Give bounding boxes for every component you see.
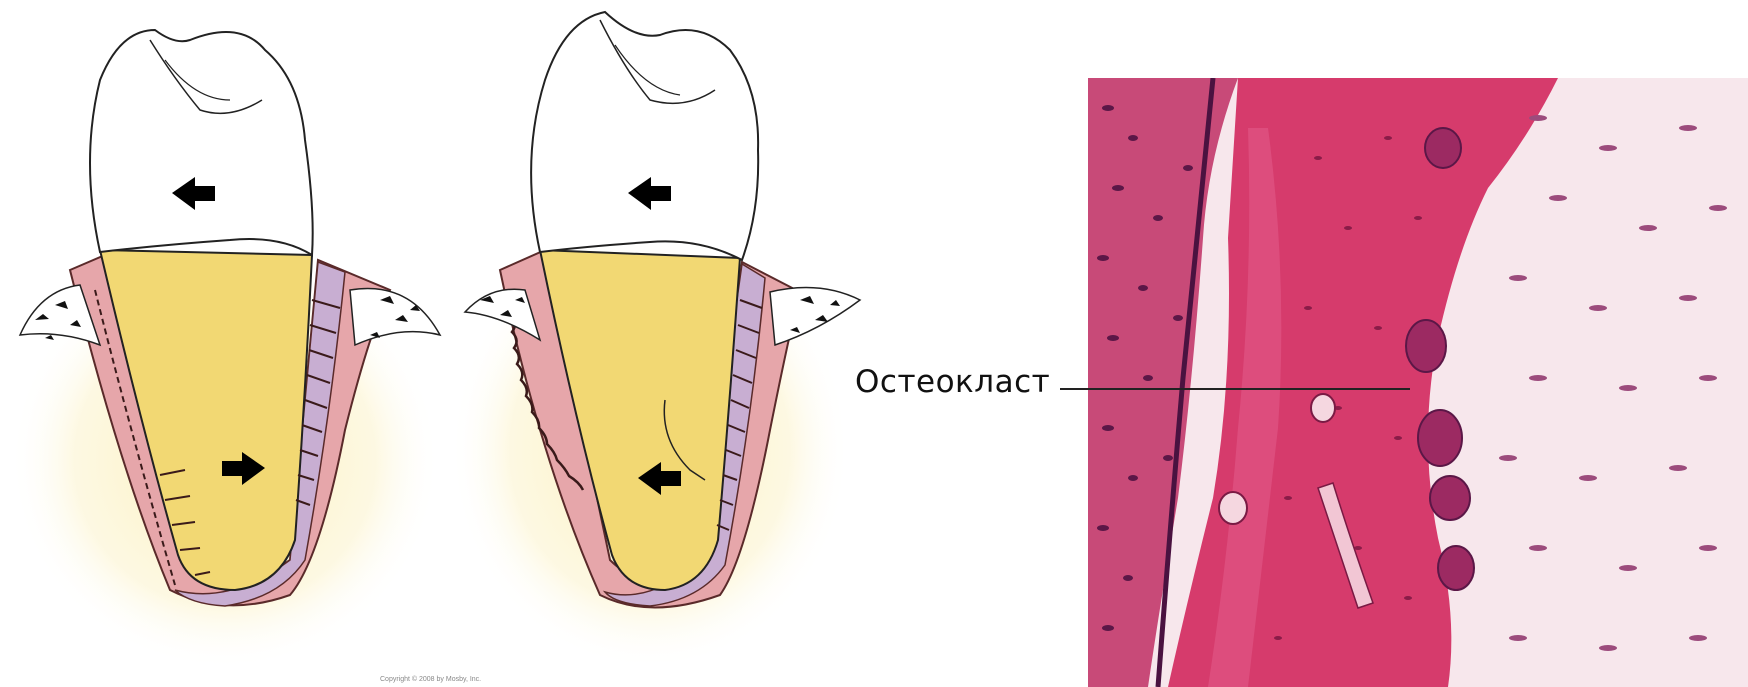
osteoclast-label: Остеокласт xyxy=(855,364,1050,400)
crown xyxy=(531,12,758,260)
crown xyxy=(90,30,313,255)
tooth-movement-diagram xyxy=(0,0,1000,687)
tooth-right xyxy=(450,12,860,670)
copyright-text: Copyright © 2008 by Mosby, Inc. xyxy=(380,676,481,683)
osteoclast-leader-line xyxy=(1060,388,1410,390)
histology-micrograph xyxy=(1088,78,1748,687)
tooth-left xyxy=(10,30,440,670)
